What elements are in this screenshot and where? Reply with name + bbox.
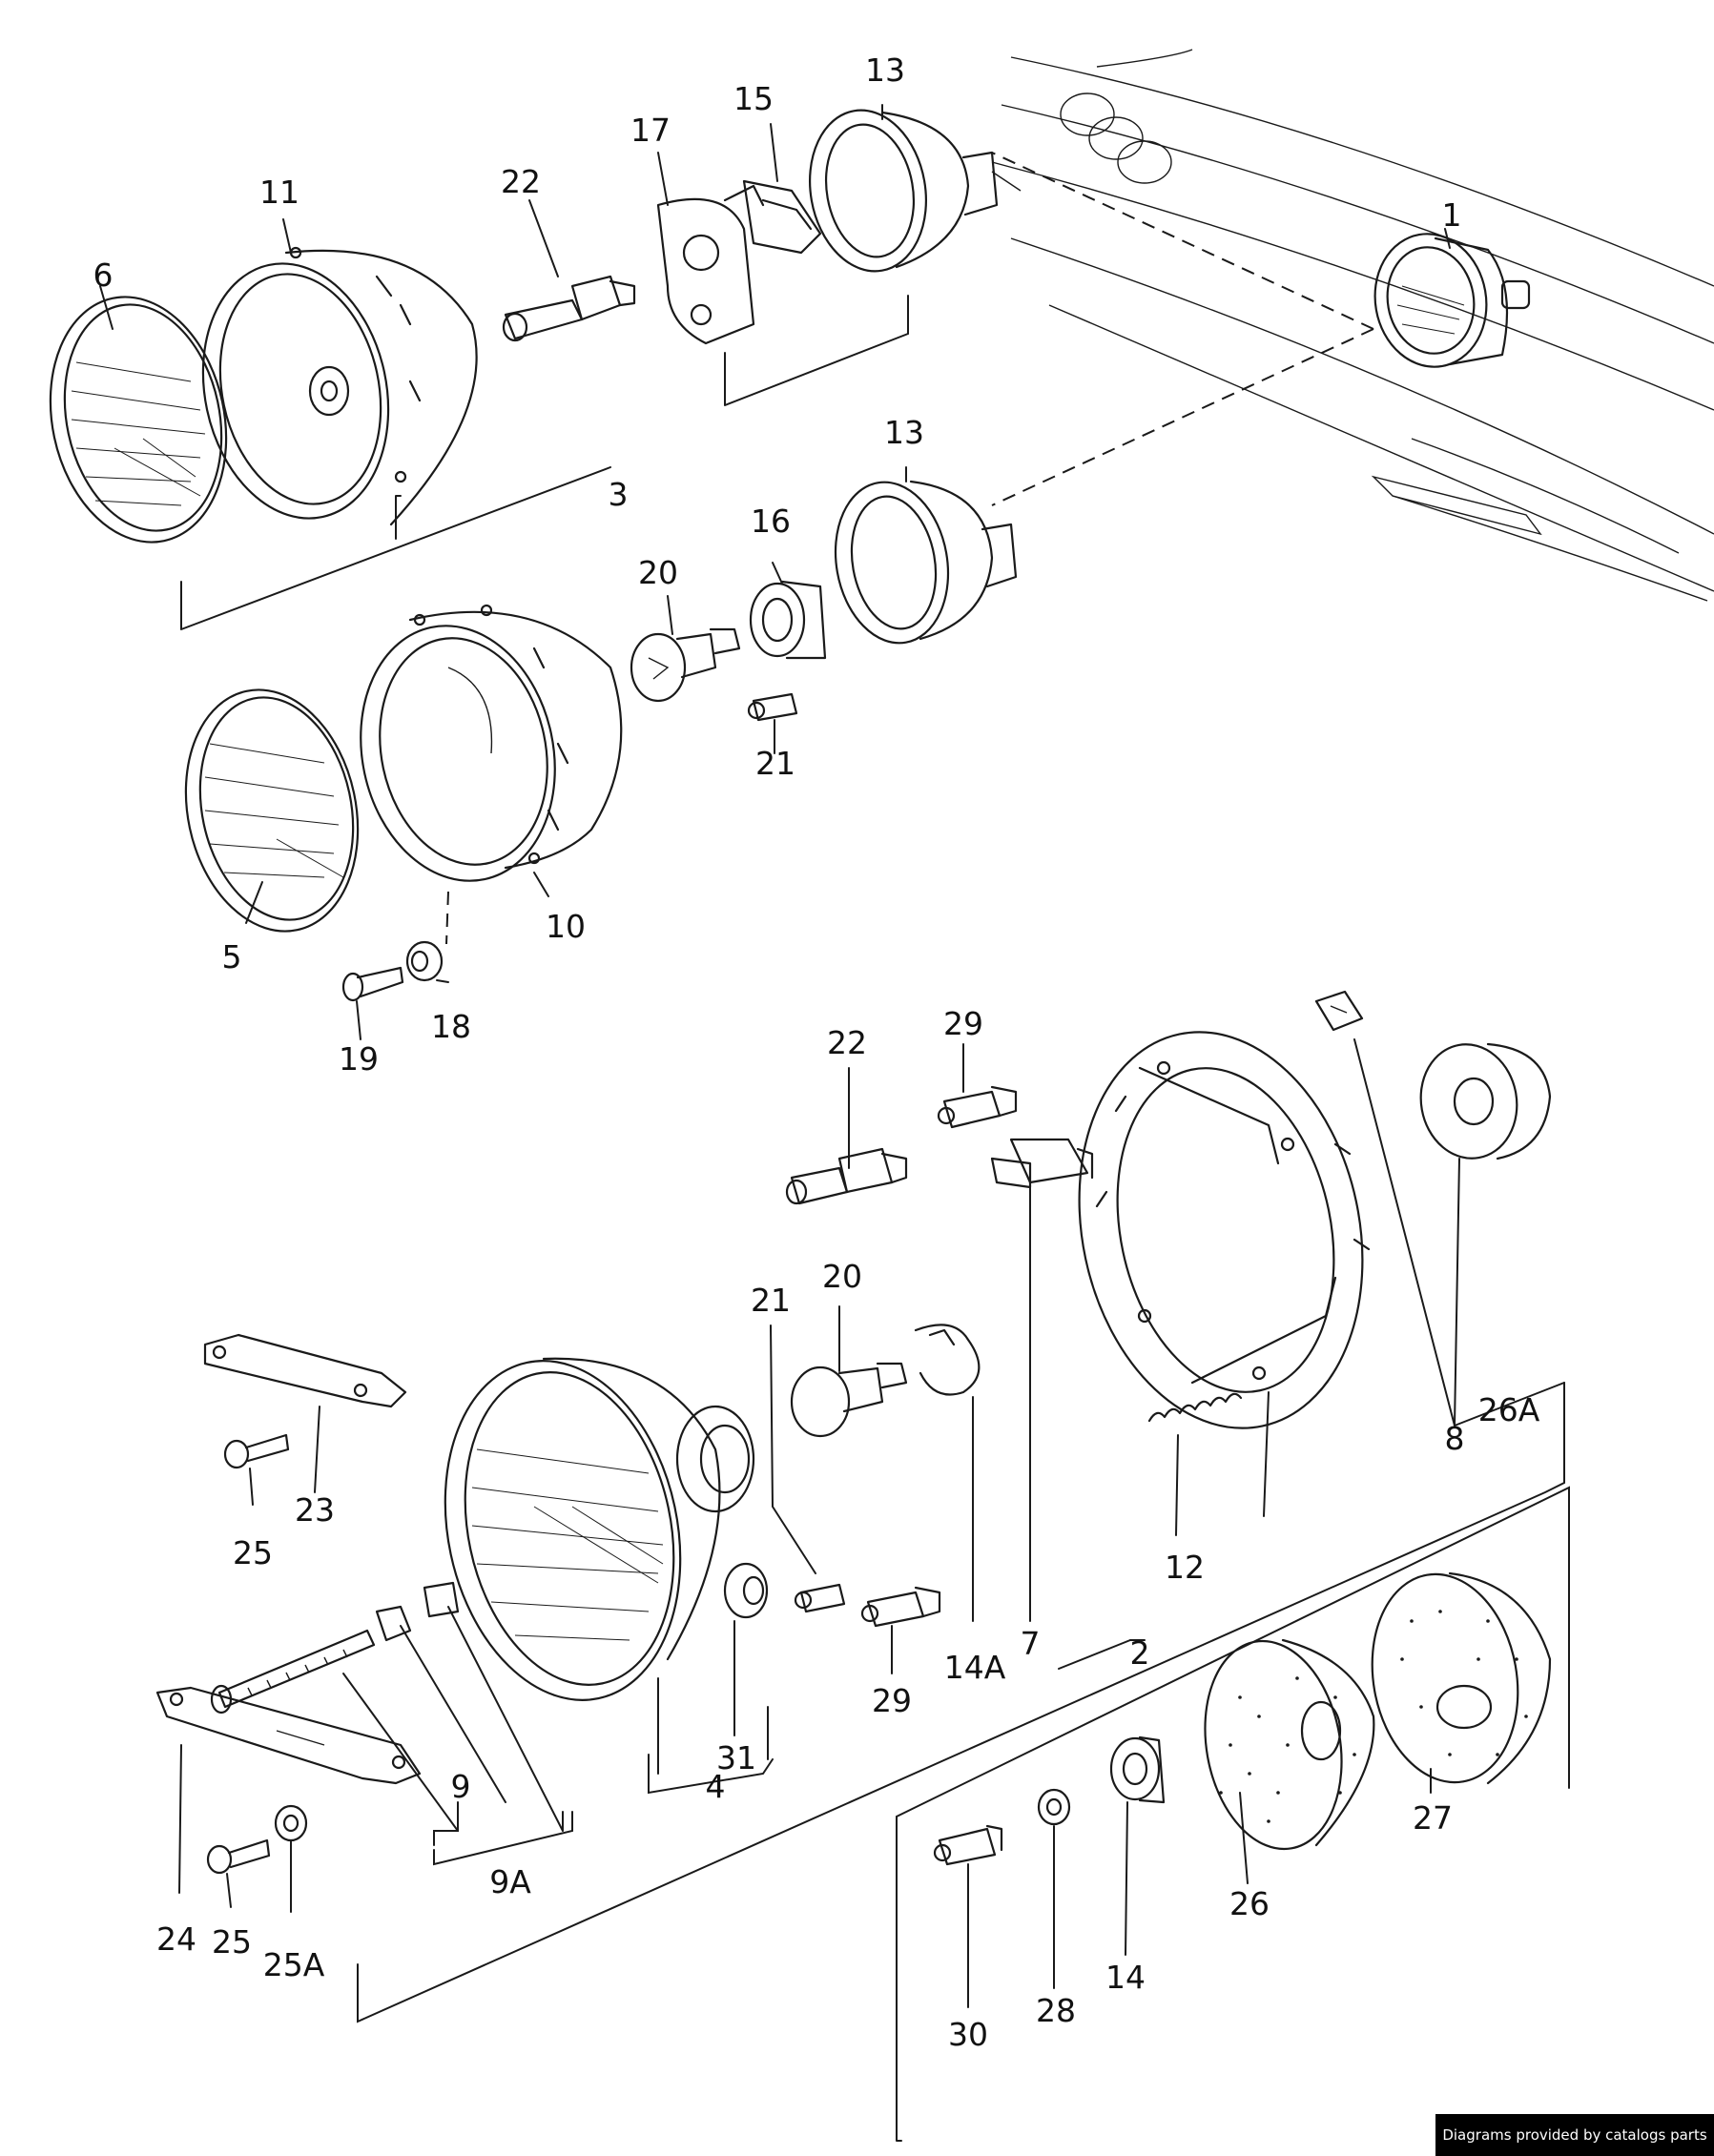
part-25a-washer xyxy=(274,1804,308,1842)
part-15-spring-clip xyxy=(742,179,822,255)
leader-lines xyxy=(99,104,1570,2142)
callout-25-upper: 25 xyxy=(233,1534,273,1571)
callout-27: 27 xyxy=(1413,1799,1453,1837)
callout-18: 18 xyxy=(431,1008,471,1045)
callout-15: 15 xyxy=(733,80,774,117)
callout-12: 12 xyxy=(1165,1549,1205,1586)
part-21-lower-small-bulb xyxy=(794,1583,846,1613)
part-31-grommet xyxy=(723,1562,769,1619)
part-22-lower-halogen-bulb xyxy=(785,1147,908,1205)
part-27-rubber-boot xyxy=(1371,1571,1552,1785)
part-13-upper-rubber-cap xyxy=(808,109,999,273)
part-21-upper-small-bulb xyxy=(747,692,798,722)
part-29-lower-bulb-socket xyxy=(860,1586,941,1628)
callout-13-upper: 13 xyxy=(865,51,905,89)
part-24-lower-bracket xyxy=(155,1686,422,1785)
part-30-bulb-socket xyxy=(933,1824,1003,1866)
part-6-headlight-lens xyxy=(49,296,228,544)
callout-9: 9 xyxy=(451,1768,471,1805)
upper-group-brackets xyxy=(180,295,909,945)
part-29-upper-bulb-socket xyxy=(937,1085,1018,1129)
callout-20-lower: 20 xyxy=(822,1258,862,1295)
callout-22-upper: 22 xyxy=(501,163,541,200)
part-26-rubber-boot xyxy=(1204,1638,1375,1851)
dashed-link-upper xyxy=(991,328,1374,506)
callout-4: 4 xyxy=(706,1768,726,1805)
part-28-grommet xyxy=(1037,1788,1071,1826)
part-4-main-headlight-unit xyxy=(444,1357,755,1701)
callout-14a: 14A xyxy=(944,1649,1006,1686)
callout-31: 31 xyxy=(716,1739,756,1776)
callout-29-upper: 29 xyxy=(943,1005,983,1042)
part-5-lower-lens xyxy=(184,688,360,933)
part-14a-bulb-holder-clip xyxy=(914,1324,981,1396)
callout-5: 5 xyxy=(222,938,242,975)
callout-6: 6 xyxy=(93,257,114,294)
callout-22-lower: 22 xyxy=(827,1024,867,1061)
callout-8: 8 xyxy=(1445,1420,1465,1457)
part-22-upper-halogen-bulb xyxy=(502,275,636,342)
callout-30: 30 xyxy=(948,2016,988,2053)
part-7-connector xyxy=(990,1138,1094,1189)
part-25-upper-screw xyxy=(223,1433,290,1469)
callout-29-lower: 29 xyxy=(872,1682,912,1719)
part-13-lower-rubber-cap xyxy=(834,480,1018,645)
part-25-lower-screw xyxy=(206,1838,271,1875)
callout-14: 14 xyxy=(1105,1959,1146,1996)
part-18-grommet xyxy=(405,940,444,982)
dashed-link-lower xyxy=(991,152,1374,330)
part-26a-dust-cap xyxy=(1419,1042,1552,1160)
callout-3: 3 xyxy=(609,476,629,513)
part-20-lower-bulb xyxy=(790,1362,908,1438)
callout-26a: 26A xyxy=(1478,1391,1540,1428)
part-11-headlight-housing xyxy=(201,246,478,526)
callout-13-lower: 13 xyxy=(884,414,924,451)
diagram-credit: Diagrams provided by catalogs parts xyxy=(1435,2114,1714,2156)
callout-19: 19 xyxy=(339,1040,379,1078)
callout-9a: 9A xyxy=(489,1863,531,1900)
callout-11: 11 xyxy=(259,174,299,211)
callout-26: 26 xyxy=(1229,1885,1270,1922)
part-20-upper-bulb xyxy=(630,627,741,703)
car-body-outline xyxy=(991,49,1714,602)
callout-2: 2 xyxy=(1130,1634,1150,1672)
callout-20-upper: 20 xyxy=(638,554,678,591)
part-12-spring xyxy=(1147,1392,1243,1423)
callout-21-upper: 21 xyxy=(755,745,795,782)
callout-24: 24 xyxy=(156,1920,196,1958)
callout-16: 16 xyxy=(751,503,791,540)
callout-1: 1 xyxy=(1442,196,1462,234)
callout-10: 10 xyxy=(546,908,586,945)
callout-25-lower: 25 xyxy=(212,1923,252,1961)
part-23-upper-bracket xyxy=(203,1333,407,1408)
part-9a-adjuster-nut xyxy=(375,1581,460,1642)
callout-25a: 25A xyxy=(263,1946,325,1983)
callout-7: 7 xyxy=(1021,1625,1041,1662)
part-16-bulb-holder xyxy=(749,580,827,660)
callout-17: 17 xyxy=(630,112,671,149)
part-14-bulb-holder xyxy=(1109,1735,1166,1804)
part-19-screw xyxy=(341,966,404,1002)
part-2-mounting-ring xyxy=(1078,1031,1371,1429)
callout-23: 23 xyxy=(295,1491,335,1529)
part-8-clip xyxy=(1314,990,1364,1032)
part-1-mounted-headlight xyxy=(1373,233,1531,368)
part-17-bulb-retainer xyxy=(656,184,765,345)
callout-28: 28 xyxy=(1036,1992,1076,2029)
part-10-parking-light-housing xyxy=(360,604,623,882)
callout-21-lower: 21 xyxy=(751,1282,791,1319)
callout-labels: 1 2 3 4 5 6 7 8 9 9A 10 11 12 13 13 14 1… xyxy=(93,51,1540,2053)
